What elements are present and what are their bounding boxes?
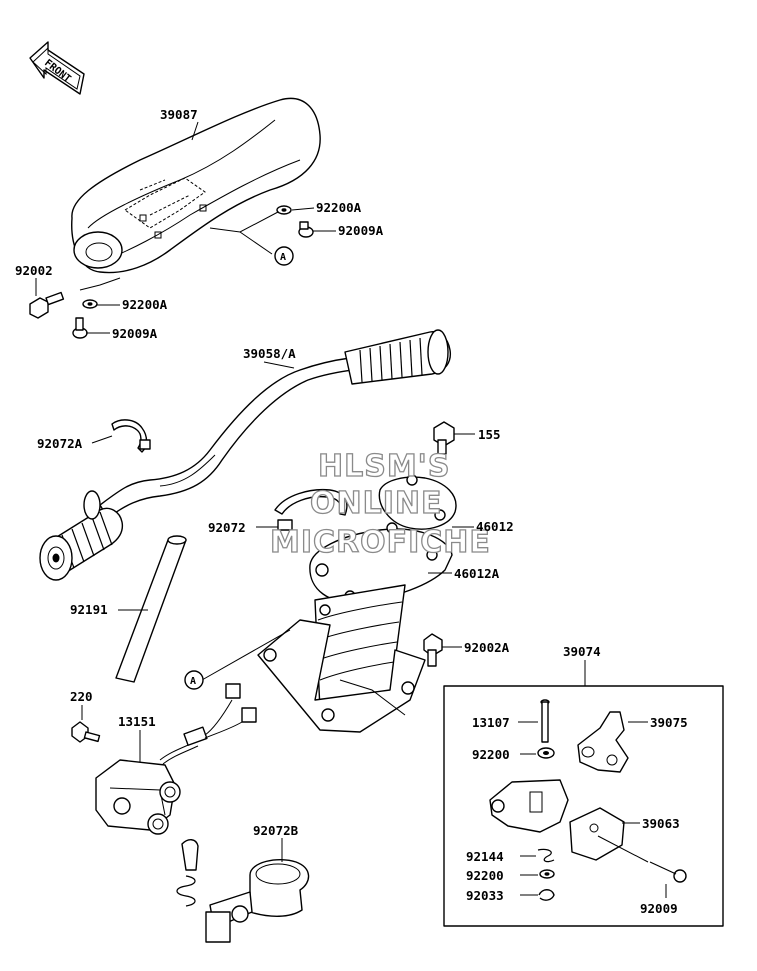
part-label-92200-1: 92200 bbox=[472, 747, 510, 762]
watermark-line-3: MICROFICHE bbox=[270, 525, 491, 560]
leader-lines bbox=[35, 121, 667, 898]
part-label-39074: 39074 bbox=[563, 644, 601, 659]
front-arrow-icon: FRONT bbox=[29, 41, 85, 95]
part-label-39075: 39075 bbox=[650, 715, 688, 730]
watermark: HLSM'S ONLINE MICROFICHE bbox=[269, 448, 491, 560]
callout-a-2-text: A bbox=[190, 676, 196, 687]
part-label-13151: 13151 bbox=[118, 714, 156, 729]
washer-92200-2-drawing bbox=[539, 869, 555, 879]
switch-13151-drawing bbox=[71, 683, 257, 835]
part-label-92072A: 92072A bbox=[37, 436, 83, 451]
tube-92191-drawing bbox=[115, 535, 187, 683]
part-label-92033: 92033 bbox=[466, 888, 504, 903]
lever-39075-drawing bbox=[577, 711, 629, 773]
band-92072A-drawing bbox=[111, 419, 151, 453]
part-label-92200-2: 92200 bbox=[466, 868, 504, 883]
part-label-39063: 39063 bbox=[642, 816, 680, 831]
part-label-92072B: 92072B bbox=[253, 823, 299, 838]
part-label-92200A-2: 92200A bbox=[122, 297, 168, 312]
lever-base-drawing bbox=[489, 779, 569, 833]
ring-92033-drawing bbox=[538, 889, 555, 901]
watermark-line-2: ONLINE bbox=[310, 486, 443, 521]
screw-92009-drawing bbox=[649, 861, 687, 883]
part-label-220: 220 bbox=[70, 689, 93, 704]
part-label-92191: 92191 bbox=[70, 602, 108, 617]
band-92072B-drawing bbox=[176, 839, 310, 943]
part-label-39058A: 39058/A bbox=[243, 346, 296, 361]
part-label-92002A: 92002A bbox=[464, 640, 510, 655]
part-label-13107: 13107 bbox=[472, 715, 510, 730]
handlebar-drawing bbox=[39, 329, 452, 581]
part-labels: 39087 92200A 92009A 92002 92200A 92009A … bbox=[15, 107, 688, 916]
callout-a-1: A bbox=[274, 246, 294, 266]
washer-92200A-2-drawing bbox=[82, 299, 98, 309]
part-label-39087: 39087 bbox=[160, 107, 198, 122]
washer-92200-1-drawing bbox=[537, 747, 555, 759]
part-label-155: 155 bbox=[478, 427, 501, 442]
part-label-92009A-2: 92009A bbox=[112, 326, 158, 341]
holder-assembly-drawing bbox=[257, 421, 457, 733]
callout-a-2: A bbox=[184, 670, 204, 690]
part-label-92072: 92072 bbox=[208, 520, 246, 535]
callout-a-1-text: A bbox=[280, 252, 286, 263]
assembly-39074-box bbox=[443, 660, 724, 927]
part-label-92009A-1: 92009A bbox=[338, 223, 384, 238]
washer-92200A-1-drawing bbox=[276, 205, 292, 215]
part-label-46012A: 46012A bbox=[454, 566, 500, 581]
screw-92009A-2-drawing bbox=[72, 317, 88, 339]
part-label-92200A-1: 92200A bbox=[316, 200, 362, 215]
part-label-92009: 92009 bbox=[640, 901, 678, 916]
screw-92009A-1-drawing bbox=[298, 221, 314, 238]
watermark-line-1: HLSM'S bbox=[318, 449, 450, 484]
pin-13107-drawing bbox=[540, 699, 550, 743]
bolt-92002-drawing bbox=[29, 291, 65, 319]
part-label-92144: 92144 bbox=[466, 849, 504, 864]
spring-92144-drawing bbox=[537, 848, 555, 863]
cover-39063-drawing bbox=[569, 807, 625, 861]
part-label-46012: 46012 bbox=[476, 519, 514, 534]
handle-cover-drawing bbox=[71, 97, 321, 291]
part-label-92002: 92002 bbox=[15, 263, 53, 278]
